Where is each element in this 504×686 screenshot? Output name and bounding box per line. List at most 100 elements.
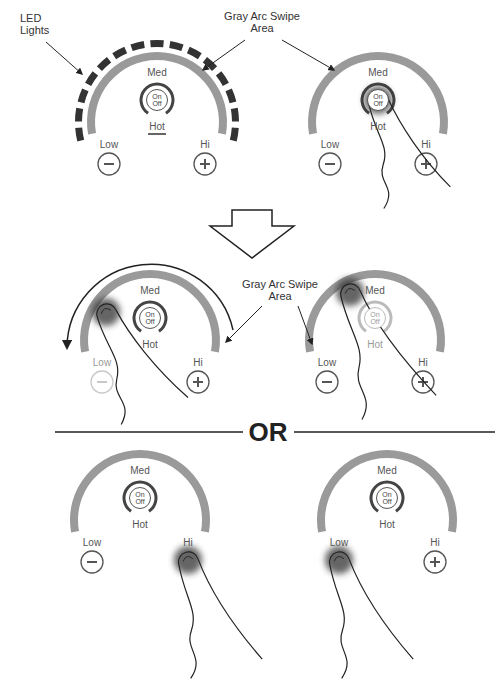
led-light — [230, 127, 239, 141]
panel-label: Gray Arc Swipe Area — [240, 278, 320, 302]
on-off-button: On Off — [139, 307, 161, 329]
control-panel — [80, 270, 220, 393]
panel-label: Med — [130, 465, 149, 476]
button-text: On Off — [369, 311, 381, 325]
on-off-button: On Off — [146, 89, 168, 111]
plus-button — [187, 371, 209, 393]
panel-label: Low — [100, 139, 118, 150]
panel-label: Low — [321, 139, 339, 150]
panel-label: Med — [365, 285, 384, 296]
control-panel — [305, 270, 445, 393]
gray-arc — [305, 270, 445, 352]
on-off-button: On Off — [364, 307, 386, 329]
led-light — [169, 41, 183, 51]
panel-label: OR — [243, 418, 294, 447]
minus-button — [91, 371, 113, 393]
minus-button — [319, 153, 341, 175]
led-light — [150, 40, 164, 47]
plus-button — [424, 551, 446, 573]
fingernail — [182, 555, 193, 561]
led-light — [78, 89, 89, 104]
finger-outline — [159, 540, 262, 678]
panel-label: Hi — [430, 537, 439, 548]
minus-symbol — [322, 381, 332, 383]
minus-symbol — [104, 163, 114, 165]
led-light — [75, 127, 84, 141]
gray-arc — [70, 450, 210, 532]
gray-arc — [87, 52, 227, 134]
panel-label: Med — [377, 465, 396, 476]
finger — [349, 79, 450, 208]
led-light — [75, 108, 83, 122]
on-off-button: On Off — [367, 89, 389, 111]
button-text: On Off — [372, 93, 384, 107]
finger-outline — [310, 540, 413, 678]
finger — [310, 540, 413, 678]
button-text: On Off — [381, 491, 393, 505]
panel-label: Low — [318, 357, 336, 368]
led-light — [231, 108, 239, 122]
fingernail — [344, 287, 355, 293]
panel-label: Hot — [142, 339, 158, 350]
on-off-button: On Off — [129, 487, 151, 509]
leader-line — [282, 40, 334, 70]
plus-symbol — [200, 159, 210, 169]
minus-symbol — [97, 381, 107, 383]
panel-label: Hi — [193, 357, 202, 368]
plus-button — [415, 153, 437, 175]
button-text: On Off — [144, 311, 156, 325]
finger-outline — [321, 269, 436, 420]
control-panel — [317, 450, 457, 573]
minus-button — [98, 153, 120, 175]
panel-label: Med — [147, 67, 166, 78]
button-text: On Off — [134, 491, 146, 505]
finger — [159, 540, 262, 678]
led-light — [216, 71, 229, 86]
touch-shadow — [364, 86, 392, 114]
finger — [321, 269, 436, 420]
panel-label: Low — [93, 357, 111, 368]
led-light — [112, 47, 127, 59]
panel-label: Low — [330, 537, 348, 548]
panel-label: Med — [140, 285, 159, 296]
step-arrow — [210, 210, 294, 258]
control-panel — [70, 450, 210, 573]
finger — [77, 288, 188, 424]
panel-label: Med — [368, 67, 387, 78]
button-ring — [361, 82, 396, 114]
button-text: On Off — [151, 93, 163, 107]
panel-label: Hot — [370, 121, 386, 132]
swipe-arrow — [67, 264, 233, 348]
button-ring — [358, 300, 393, 332]
panel-label: Low — [83, 537, 101, 548]
panel-label: Hot — [132, 519, 148, 530]
minus-symbol — [325, 163, 335, 165]
touch-shadow — [92, 298, 120, 326]
panel-label: Gray Arc Swipe Area — [222, 10, 302, 34]
panel-label: Hi — [200, 139, 209, 150]
button-ring — [140, 82, 175, 114]
led-light — [225, 89, 236, 104]
leader-line — [46, 42, 82, 74]
gray-arc — [80, 270, 220, 352]
led-light — [97, 57, 111, 71]
minus-button — [81, 551, 103, 573]
plus-symbol — [193, 377, 203, 387]
fingernail — [333, 555, 344, 561]
plus-button — [194, 153, 216, 175]
button-ring — [133, 300, 168, 332]
on-off-button: On Off — [376, 487, 398, 509]
button-ring — [123, 480, 158, 512]
plus-symbol — [430, 557, 440, 567]
fingernail — [100, 307, 111, 314]
led-light — [187, 47, 202, 59]
leader-line — [203, 40, 245, 70]
panel-label: Hot — [367, 339, 383, 350]
panel-label: LED Lights — [20, 12, 60, 36]
button-ring — [370, 480, 405, 512]
led-light — [130, 41, 144, 51]
minus-symbol — [87, 561, 97, 563]
gray-arc — [317, 450, 457, 532]
